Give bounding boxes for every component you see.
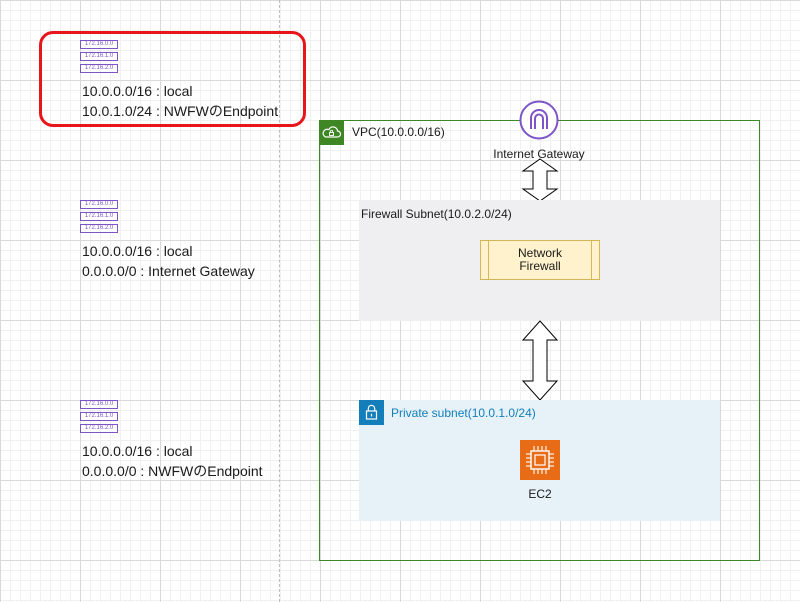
firewall-subnet-label: Firewall Subnet(10.0.2.0/24): [361, 207, 512, 221]
route-table-row: 172.16.1.0: [80, 52, 118, 61]
network-firewall: Network Firewall: [480, 240, 600, 280]
route-table-row: 172.16.1.0: [80, 212, 118, 221]
route-table-row: 172.16.0.0: [80, 400, 118, 409]
route-table-row: 172.16.2.0: [80, 424, 118, 433]
route-table-row: 172.16.2.0: [80, 224, 118, 233]
internet-gateway-label: Internet Gateway: [493, 147, 585, 161]
dashed-divider: [279, 0, 280, 602]
double-arrow: [521, 320, 559, 401]
network-firewall-label-line: Network: [517, 246, 562, 260]
process-bar: [481, 241, 489, 279]
ec2-label: EC2: [528, 487, 552, 501]
route-entry: 10.0.1.0/24 : NWFWのEndpoint: [82, 103, 279, 119]
ec2-chip-icon: [520, 440, 560, 480]
route-table-2: 10.0.0.0/16 : local 0.0.0.0/0 : Internet…: [82, 241, 255, 281]
vpc-cloud-lock-icon: [319, 120, 344, 145]
route-table-1: 10.0.0.0/16 : local 10.0.1.0/24 : NWFWのE…: [82, 81, 278, 121]
route-table-3: 10.0.0.0/16 : local 0.0.0.0/0 : NWFWのEnd…: [82, 441, 263, 481]
route-entry: 10.0.0.0/16 : local: [82, 443, 193, 459]
private-subnet-label: Private subnet(10.0.1.0/24): [391, 406, 536, 420]
network-firewall-label: Network Firewall: [489, 247, 591, 273]
route-table-icon: 172.16.0.0 172.16.1.0 172.16.2.0: [80, 400, 120, 436]
route-entry: 10.0.0.0/16 : local: [82, 243, 193, 259]
route-table-row: 172.16.1.0: [80, 412, 118, 421]
route-entry: 10.0.0.0/16 : local: [82, 83, 193, 99]
highlight-box: [39, 31, 306, 127]
process-bar: [591, 241, 599, 279]
route-table-row: 172.16.0.0: [80, 40, 118, 49]
internet-gateway-icon: [519, 100, 559, 140]
route-table-row: 172.16.0.0: [80, 200, 118, 209]
network-firewall-label-line: Firewall: [519, 259, 561, 273]
route-entry: 0.0.0.0/0 : Internet Gateway: [82, 263, 255, 279]
route-table-row: 172.16.2.0: [80, 64, 118, 73]
route-entry: 0.0.0.0/0 : NWFWのEndpoint: [82, 463, 263, 479]
double-arrow: [521, 158, 559, 202]
padlock-icon: [359, 400, 384, 425]
route-table-icon: 172.16.0.0 172.16.1.0 172.16.2.0: [80, 200, 120, 236]
vpc-label: VPC(10.0.0.0/16): [352, 125, 445, 139]
route-table-icon: 172.16.0.0 172.16.1.0 172.16.2.0: [80, 40, 120, 76]
